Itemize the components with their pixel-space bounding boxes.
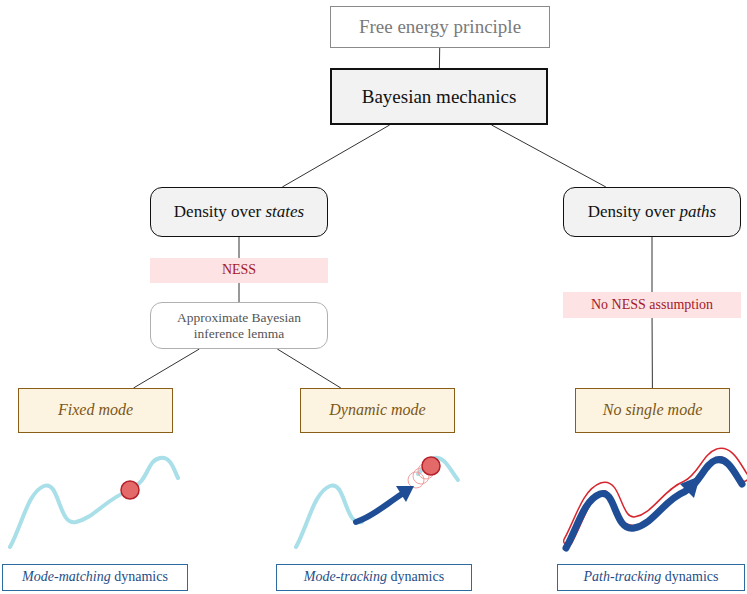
connector-line: [239, 237, 240, 258]
mode-dot: [422, 457, 440, 475]
node-text: NESS: [222, 262, 256, 278]
tracked-path: [566, 460, 742, 548]
dynamics-label-box: Path-tracking dynamics: [557, 564, 745, 591]
node-text: Fixed mode: [58, 401, 133, 419]
node-text: Bayesian mechanics: [362, 86, 517, 108]
node-text: Density over states: [174, 202, 304, 222]
node-text: Mode-matching dynamics: [22, 569, 168, 585]
dynamics-label-box: Mode-matching dynamics: [2, 564, 188, 591]
connector-line: [439, 48, 440, 68]
node-text: Mode-tracking dynamics: [304, 569, 444, 585]
node-text: Free energy principle: [359, 16, 521, 38]
arrow-head: [396, 486, 414, 502]
connector-line: [239, 283, 240, 302]
lemma-box: Approximate Bayesian inference lemma: [150, 302, 328, 349]
ghost-dot: [408, 472, 424, 488]
landscape-curve: [296, 485, 362, 547]
mode-box: Dynamic mode: [300, 388, 455, 433]
connector-line: [282, 125, 389, 187]
dynamics-label-box: Mode-tracking dynamics: [276, 564, 472, 591]
node-text: No NESS assumption: [591, 297, 713, 313]
mode-box: Fixed mode: [18, 388, 173, 433]
connector-line: [652, 318, 653, 388]
node-text: Density over paths: [588, 202, 716, 222]
density-box: Density over paths: [563, 187, 741, 237]
tracking-arrow: [356, 494, 402, 522]
principle-box: Free energy principle: [330, 6, 550, 48]
mode-box: No single mode: [575, 388, 730, 433]
assumption-band: NESS: [150, 258, 328, 283]
connector-line: [492, 125, 606, 187]
connector-line: [277, 349, 341, 388]
arrow-head: [680, 476, 700, 498]
node-text: No single mode: [603, 401, 703, 419]
mechanics-box: Bayesian mechanics: [330, 68, 548, 125]
landscape-curve: [10, 458, 178, 547]
mode-dot: [121, 481, 139, 499]
node-text: Path-tracking dynamics: [584, 569, 719, 585]
density-box: Density over states: [150, 187, 328, 237]
node-text: Dynamic mode: [329, 401, 425, 419]
node-text: Approximate Bayesian inference lemma: [157, 310, 321, 341]
connector-line: [652, 237, 653, 292]
landscape-curve: [418, 458, 458, 480]
connector-line: [133, 349, 199, 388]
assumption-band: No NESS assumption: [563, 292, 741, 318]
